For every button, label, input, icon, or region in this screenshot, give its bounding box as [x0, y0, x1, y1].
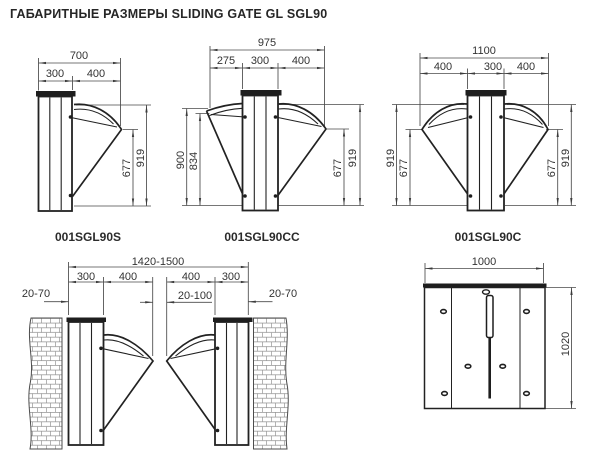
plate-body [423, 283, 547, 410]
dim-right-tip-height-c: 677 [546, 158, 558, 178]
gate-wing-right [500, 102, 549, 197]
dim-left-wall-gap: 20-70 [21, 288, 51, 300]
drawing-sgl90cc [182, 46, 364, 212]
drawing-sgl90s [36, 58, 151, 212]
center-rod [481, 289, 494, 399]
dim-right-wing-cc: 400 [291, 55, 311, 67]
gate-right [165, 317, 253, 446]
dim-total-width-cc: 975 [257, 37, 277, 49]
dim-left-wing-c: 400 [433, 61, 453, 73]
dim-center-gap: 20-100 [177, 290, 213, 302]
dim-left-height-cc: 900 [175, 150, 187, 170]
gate-left [66, 317, 155, 446]
mounting-holes [439, 308, 531, 397]
brick-wall-right [253, 317, 289, 450]
dim-right-wing-c: 400 [516, 61, 536, 73]
dim-right-wing-length: 400 [181, 271, 201, 283]
dim-wing-length-s: 400 [86, 68, 106, 80]
gate-wing [70, 103, 123, 198]
dim-left-column-width: 300 [76, 271, 96, 283]
dim-total-width-s: 700 [69, 50, 89, 62]
drawing-sgl90c [392, 53, 576, 212]
dim-total-height-s: 919 [135, 148, 147, 168]
dim-opening-width: 1420-1500 [131, 256, 185, 268]
drawing-installation [28, 262, 289, 450]
dim-left-tip-height-c: 677 [398, 158, 410, 178]
brick-wall-left [28, 317, 63, 450]
gate-column [36, 91, 76, 212]
gate-column [465, 90, 507, 212]
dim-left-height-c: 919 [385, 148, 397, 168]
dim-right-height-cc: 919 [347, 148, 359, 168]
model-label-sgl90s: 001SGL90S [54, 230, 122, 244]
dim-left-wing-length: 400 [118, 271, 138, 283]
model-label-sgl90c: 001SGL90C [454, 230, 522, 244]
dim-total-width-c: 1100 [472, 45, 496, 57]
dimension-lines [44, 262, 273, 356]
dim-plate-height: 1020 [560, 331, 572, 357]
drawing-mounting-plate [423, 263, 576, 410]
dim-column-width-c: 300 [483, 61, 503, 73]
dimension-lines [38, 58, 151, 207]
gate-wing-left [205, 102, 246, 197]
dim-column-width-s: 300 [45, 68, 65, 80]
model-label-sgl90cc: 001SGL90CC [224, 230, 300, 244]
gate-wing-right [275, 102, 328, 197]
gate-wing-left [420, 102, 471, 197]
dim-right-wall-gap: 20-70 [268, 288, 298, 300]
dim-wing-height-s: 677 [121, 158, 133, 178]
gate-column [240, 90, 282, 212]
dimension-lines [424, 263, 576, 409]
dim-right-tip-height-cc: 677 [332, 158, 344, 178]
dim-column-width-cc: 300 [250, 55, 270, 67]
dim-plate-width: 1000 [471, 256, 497, 268]
dim-right-height-c: 919 [560, 148, 572, 168]
dim-right-column-width: 300 [221, 271, 241, 283]
dim-left-inner-height-cc: 834 [188, 151, 200, 171]
dim-left-wing-cc: 275 [216, 55, 236, 67]
page-title: ГАБАРИТНЫЕ РАЗМЕРЫ SLIDING GATE GL SGL90 [10, 7, 328, 21]
